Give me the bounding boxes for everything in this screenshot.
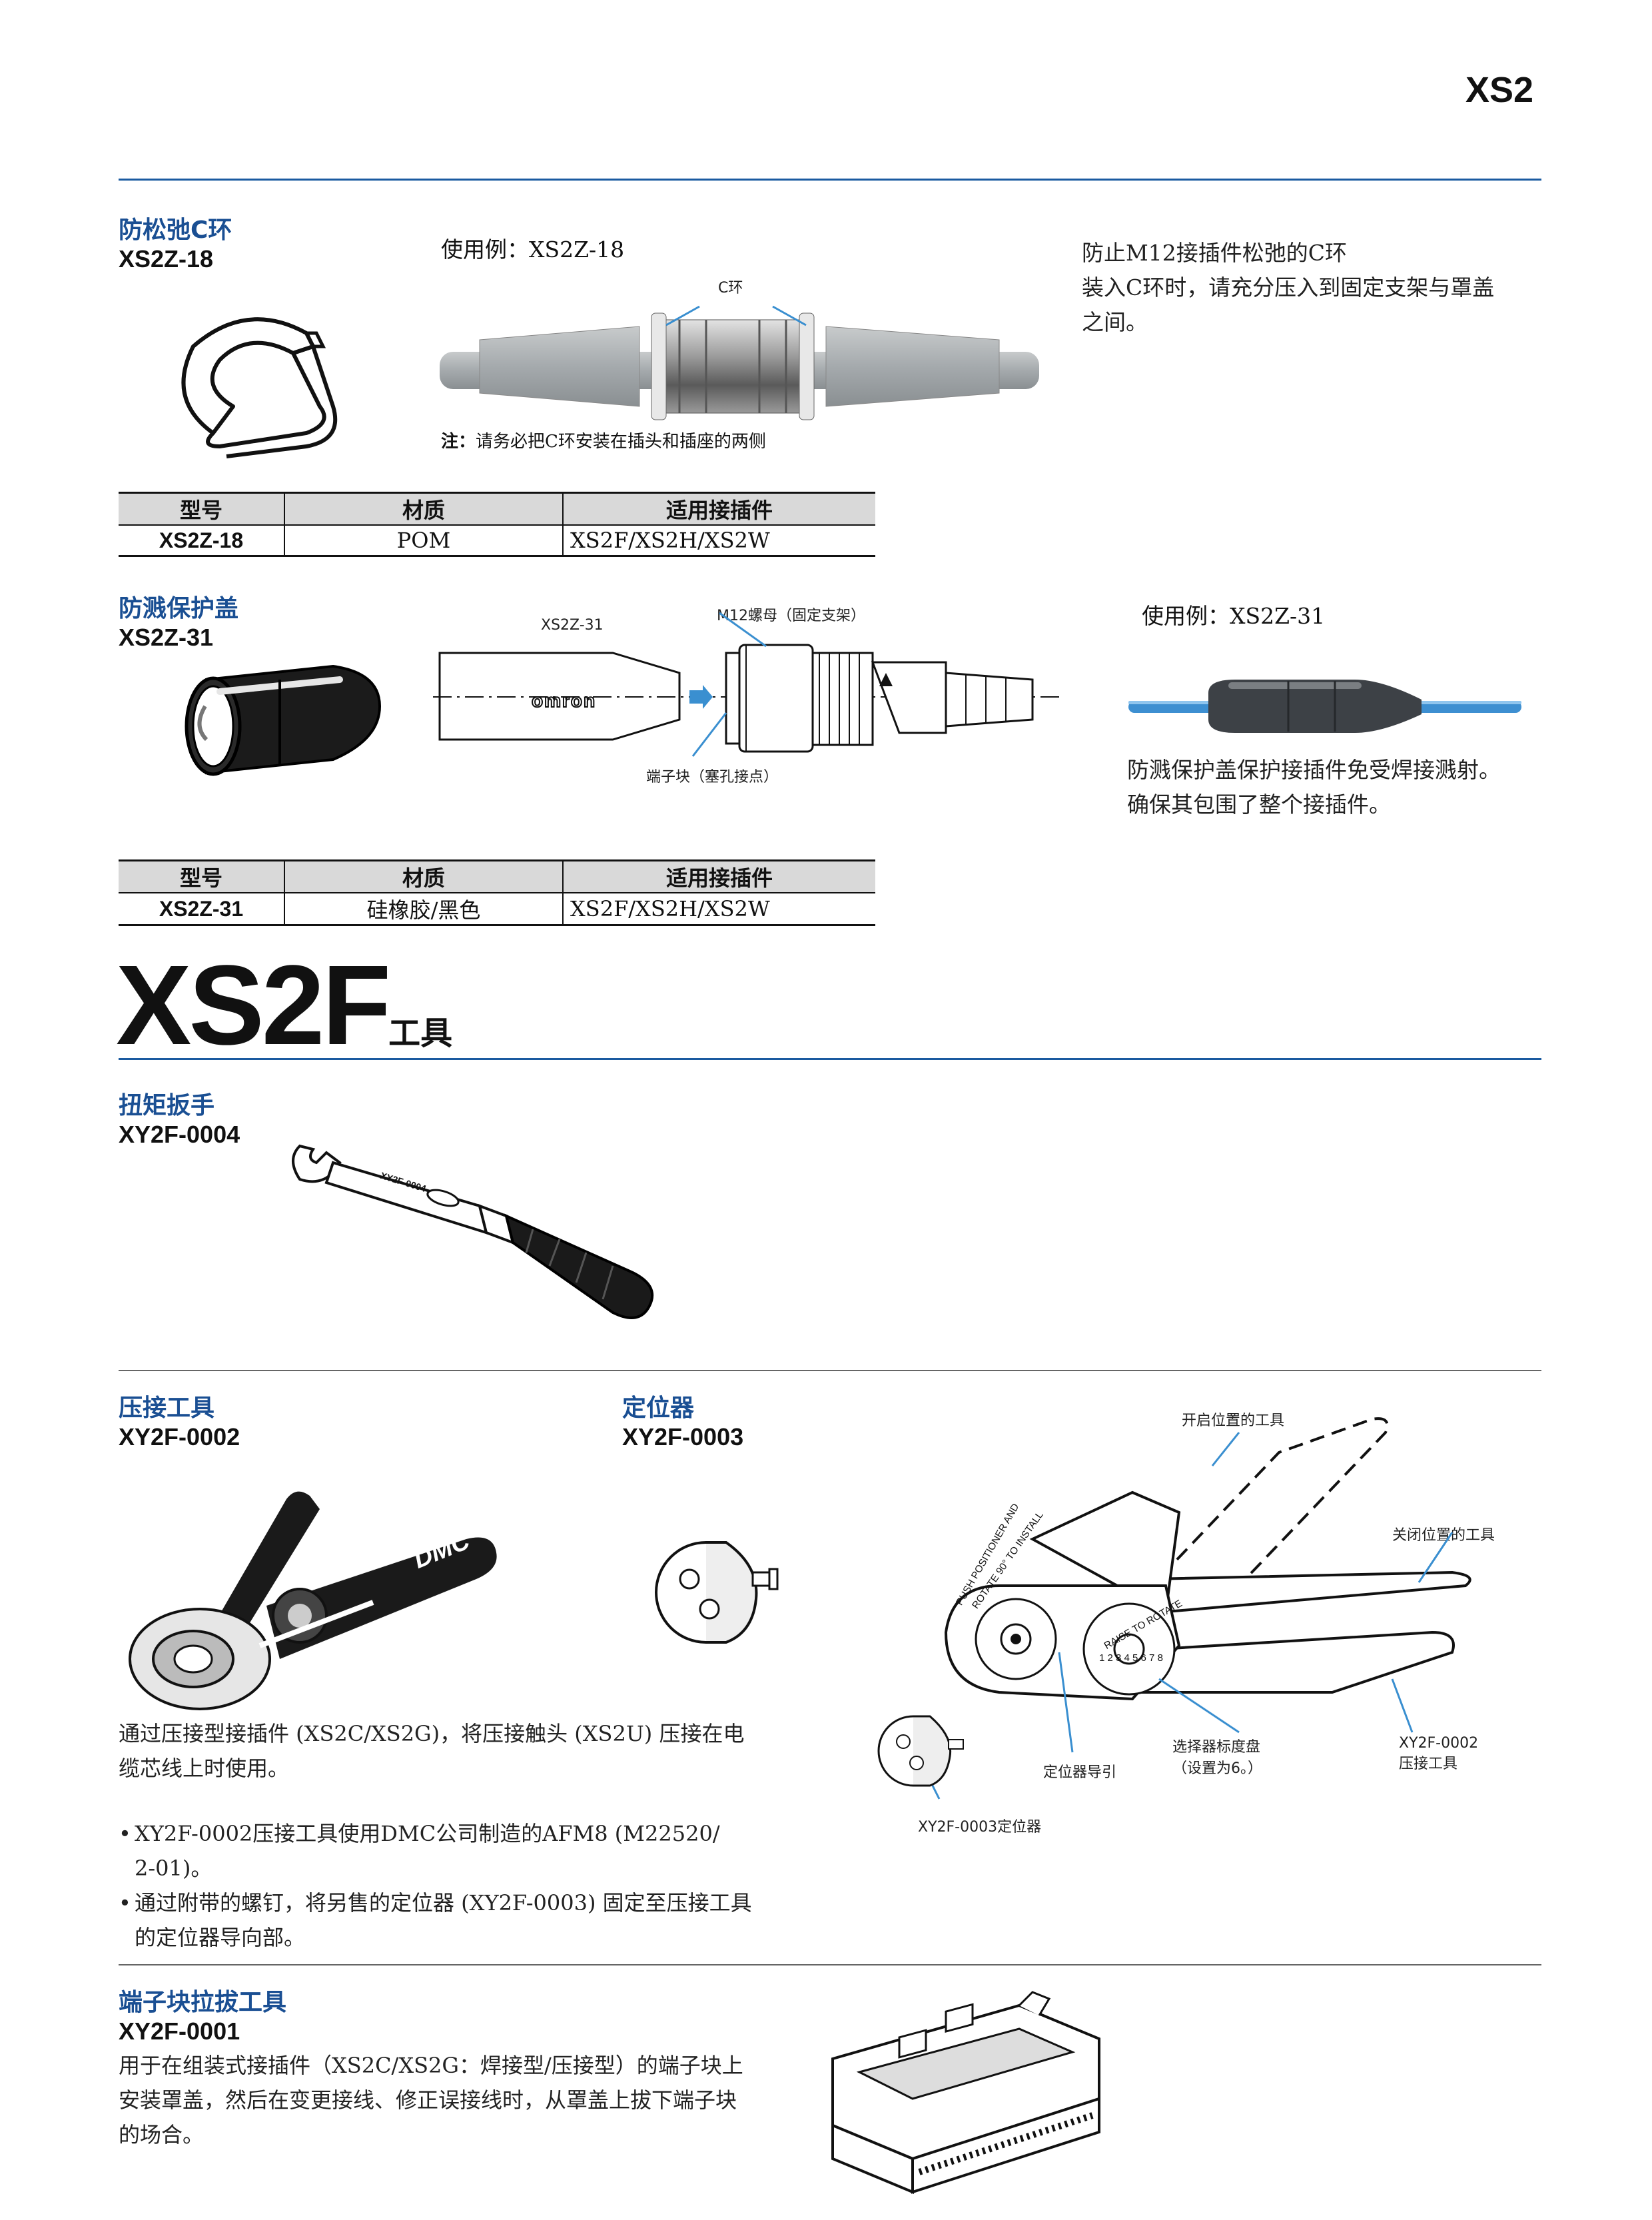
- series-code: XS2: [1465, 70, 1534, 110]
- selector-line-2: （设置为6。）: [1172, 1760, 1262, 1777]
- c-ring-desc-line-2: 装入C环时，请充分压入到固定支架与罩盖: [1082, 275, 1495, 300]
- positioner-illustration: [655, 1541, 779, 1644]
- extractor-desc-line-1: 用于在组装式接插件（XS2C/XS2G：焊接型/压接型）的端子块上: [119, 2053, 743, 2078]
- cell-material: POM: [284, 525, 563, 557]
- crimp-title: 压接工具: [119, 1394, 215, 1422]
- extractor-desc-line-2: 安装罩盖，然后在变更接线、修正误接线时，从罩盖上拔下端子块: [119, 2087, 737, 2113]
- col-material: 材质: [284, 492, 563, 526]
- positioner-model: XY2F-0003: [622, 1423, 744, 1450]
- extractor-title: 端子块拉拔工具: [119, 1989, 287, 2016]
- c-ring-example-label: 使用例：XS2Z-18: [441, 237, 625, 263]
- c-ring-callout: C环: [718, 280, 743, 296]
- bullet-mark: •: [119, 1890, 131, 1916]
- cover-dimension-drawing: [433, 612, 1059, 757]
- col-connector: 适用接插件: [562, 492, 875, 526]
- cover-terminal-label: 端子块（塞孔接点）: [646, 769, 779, 786]
- c-ring-spec-table: 型号 材质 适用接插件 XS2Z-18 POM XS2F/XS2H/XS2W: [119, 492, 875, 557]
- bullet-2: • 通过附带的螺钉，将另售的定位器 (XY2F-0003) 固定至压接工具的定位…: [119, 1886, 752, 1955]
- bullet-1: • XY2F-0002压接工具使用DMC公司制造的AFM8 (M22520/2-…: [119, 1816, 752, 1886]
- c-ring-usage-photo: [440, 305, 1039, 420]
- tools-heading-suffix: 工具: [388, 1015, 453, 1052]
- bullet-mark: •: [119, 1821, 131, 1846]
- crimp-tool-illustration: [129, 1491, 497, 1710]
- table-header-row: 型号 材质 适用接插件: [119, 492, 875, 526]
- selector-dial-label: 选择器标度盘 （设置为6。）: [1172, 1735, 1262, 1778]
- crimp-model: XY2F-0002: [119, 1423, 240, 1450]
- bullet-2-line-2: 的定位器导向部。: [135, 1925, 306, 1950]
- header-rule: [119, 179, 1541, 181]
- cover-usage-photo: [1128, 680, 1521, 733]
- cell-model: XS2Z-18: [119, 525, 284, 557]
- cover-nut-label: M12螺母（固定支架）: [717, 608, 865, 624]
- col-connector: 适用接插件: [562, 859, 875, 893]
- table-header-row: 型号 材质 适用接插件: [119, 859, 875, 893]
- note-prefix: 注：: [441, 432, 476, 452]
- wrench-model: XY2F-0004: [119, 1121, 240, 1148]
- positioner-title: 定位器: [622, 1394, 695, 1422]
- cover-example-label: 使用例：XS2Z-31: [1142, 603, 1326, 629]
- c-ring-desc-line-1: 防止M12接插件松弛的C环: [1082, 240, 1348, 266]
- cover-model: XS2Z-31: [119, 624, 214, 651]
- bullet-2-line-1: 通过附带的螺钉，将另售的定位器 (XY2F-0003) 固定至压接工具: [135, 1890, 752, 1916]
- cell-material: 硅橡胶/黑色: [284, 893, 563, 926]
- bullet-1-line-2: 2-01)。: [135, 1856, 212, 1881]
- cover-desc-line-2: 确保其包围了整个接插件。: [1127, 792, 1391, 818]
- tools-heading: XS2F工具: [116, 949, 452, 1062]
- tool-line-1: XY2F-0002: [1399, 1735, 1479, 1752]
- tool-line-2: 压接工具: [1399, 1756, 1458, 1772]
- crimp-bullets: • XY2F-0002压接工具使用DMC公司制造的AFM8 (M22520/2-…: [119, 1816, 752, 1955]
- omron-logo: omron: [531, 690, 597, 712]
- col-model: 型号: [119, 859, 284, 893]
- c-ring-illustration: [181, 317, 338, 458]
- extractor-desc-line-3: 的场合。: [119, 2122, 205, 2147]
- table-row: XS2Z-31 硅橡胶/黑色 XS2F/XS2H/XS2W: [119, 893, 875, 926]
- extractor-tool-illustration: [831, 1991, 1100, 2194]
- open-position-label: 开启位置的工具: [1182, 1412, 1285, 1429]
- col-model: 型号: [119, 492, 284, 526]
- wrench-title: 扭矩扳手: [119, 1092, 215, 1119]
- tools-heading-main: XS2F: [116, 942, 391, 1069]
- c-ring-desc-line-3: 之间。: [1082, 309, 1148, 335]
- extractor-description: 用于在组装式接插件（XS2C/XS2G：焊接型/压接型）的端子块上 安装罩盖，然…: [119, 2048, 743, 2152]
- positioner-diagram-label: XY2F-0003定位器: [918, 1819, 1042, 1836]
- cover-title: 防溅保护盖: [119, 595, 239, 622]
- closed-position-label: 关闭位置的工具: [1392, 1527, 1495, 1544]
- crimp-tool-line-diagram: [918, 1417, 1471, 1800]
- section-divider-2: [119, 1964, 1541, 1965]
- c-ring-title: 防松弛C环: [119, 217, 232, 244]
- selector-dial-digits: 1 2 3 4 5 6 7 8: [1099, 1652, 1163, 1664]
- positioner-guide-label: 定位器导引: [1043, 1764, 1117, 1781]
- crimp-description: 通过压接型接插件 (XS2C/XS2G)，将压接触头 (XS2U) 压接在电 缆…: [119, 1716, 744, 1786]
- section-divider-1: [119, 1370, 1541, 1371]
- bullet-1-line-1: XY2F-0002压接工具使用DMC公司制造的AFM8 (M22520/: [135, 1821, 720, 1846]
- cover-illustration: [185, 664, 382, 776]
- crimp-desc-line-1: 通过压接型接插件 (XS2C/XS2G)，将压接触头 (XS2U) 压接在电: [119, 1721, 745, 1746]
- cover-drawing-part-label: XS2Z-31: [541, 617, 604, 634]
- c-ring-note: 注：请务必把C环安装在插头和插座的两侧: [441, 428, 766, 452]
- col-material: 材质: [284, 859, 563, 893]
- cover-description: 防溅保护盖保护接插件免受焊接溅射。 确保其包围了整个接插件。: [1127, 753, 1501, 822]
- cell-connector: XS2F/XS2H/XS2W: [562, 893, 875, 926]
- cover-desc-line-1: 防溅保护盖保护接插件免受焊接溅射。: [1127, 757, 1501, 783]
- positioner-small-illustration: [877, 1715, 964, 1787]
- torque-wrench-illustration: [292, 1144, 653, 1319]
- extractor-model: XY2F-0001: [119, 2017, 240, 2045]
- c-ring-model: XS2Z-18: [119, 245, 214, 273]
- tools-heading-rule: [119, 1058, 1541, 1060]
- cover-spec-table: 型号 材质 适用接插件 XS2Z-31 硅橡胶/黑色 XS2F/XS2H/XS2…: [119, 859, 875, 926]
- c-ring-description: 防止M12接插件松弛的C环 装入C环时，请充分压入到固定支架与罩盖 之间。: [1082, 236, 1494, 340]
- table-row: XS2Z-18 POM XS2F/XS2H/XS2W: [119, 525, 875, 557]
- crimp-desc-line-2: 缆芯线上时使用。: [119, 1756, 290, 1781]
- note-text: 请务必把C环安装在插头和插座的两侧: [476, 432, 766, 452]
- crimp-tool-label: XY2F-0002 压接工具: [1399, 1735, 1478, 1773]
- cell-model: XS2Z-31: [119, 893, 284, 926]
- selector-line-1: 选择器标度盘: [1172, 1739, 1261, 1756]
- cell-connector: XS2F/XS2H/XS2W: [562, 525, 875, 557]
